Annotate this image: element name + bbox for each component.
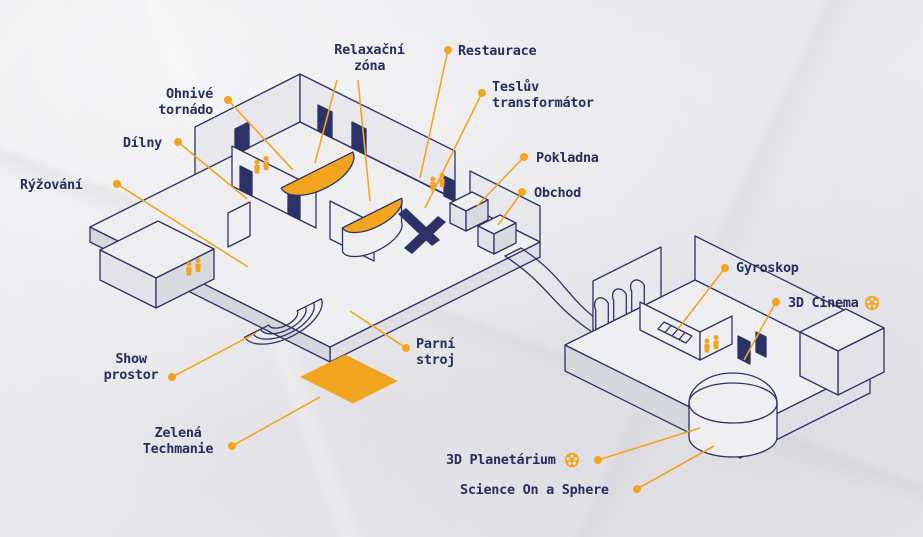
leader-restaurace	[419, 49, 449, 179]
label-restaurace: Restaurace	[458, 43, 537, 59]
leader-dilny	[177, 141, 248, 200]
escalator	[398, 208, 446, 254]
leader-gyroskop	[677, 267, 726, 330]
leader-zelena-techmanie	[231, 396, 321, 447]
planetarium-film-reel-icon	[564, 452, 580, 468]
label-relaxacni-zona: Relaxační zóna	[334, 42, 405, 75]
main-building	[89, 73, 605, 404]
label-gyroskop: Gyroskop	[736, 260, 799, 276]
entrance-kiosks	[449, 191, 517, 255]
leader-ryzovani	[116, 183, 249, 268]
label-ohnive-tornado: Ohnivé tornádo	[158, 86, 213, 119]
leader-show-prostor	[171, 332, 257, 378]
leader-relaxacni-zona	[314, 79, 338, 164]
entrance-ramp	[300, 354, 398, 404]
leader-science-on-a-sphere	[636, 445, 715, 490]
leader-relaxacni-zona-2	[357, 79, 371, 202]
leader-tesluv-transformator	[424, 92, 483, 209]
label-obchod: Obchod	[534, 185, 581, 201]
leader-lines	[116, 49, 777, 490]
walkway-bridge	[504, 247, 605, 333]
label-show-prostor: Show prostor	[103, 351, 159, 384]
label-ryzovani: Rýžování	[20, 177, 83, 193]
arch-wall	[592, 246, 662, 332]
leader-obchod	[497, 191, 523, 226]
label-science-on-a-sphere: Science On a Sphere	[460, 482, 609, 498]
label-dots	[113, 46, 780, 493]
leader-3d-cinema	[743, 301, 777, 361]
leader-3d-planetarium	[597, 427, 701, 461]
leader-pokladna	[476, 156, 525, 207]
leader-ohnive-tornado	[227, 99, 294, 171]
amphitheatre	[243, 298, 323, 345]
label-dilny: Dílny	[122, 135, 162, 151]
label-tesluv-transformator: Teslův transformátor	[492, 79, 594, 112]
planetarium-dome	[688, 372, 778, 458]
label-parni-stroj: Parní stroj	[416, 336, 456, 369]
cinema-block	[799, 308, 885, 396]
label-zelena-techmanie: Zelená Techmanie	[142, 425, 214, 458]
relax-zone-platforms	[280, 151, 403, 258]
label-3d-planetarium: 3D Planetárium	[446, 452, 556, 468]
doorway	[443, 175, 455, 202]
label-3d-cinema: 3D Cinema	[788, 295, 859, 311]
label-pokladna: Pokladna	[536, 150, 599, 166]
leader-parni-stroj	[349, 310, 407, 349]
cinema-film-reel-icon	[864, 295, 880, 311]
